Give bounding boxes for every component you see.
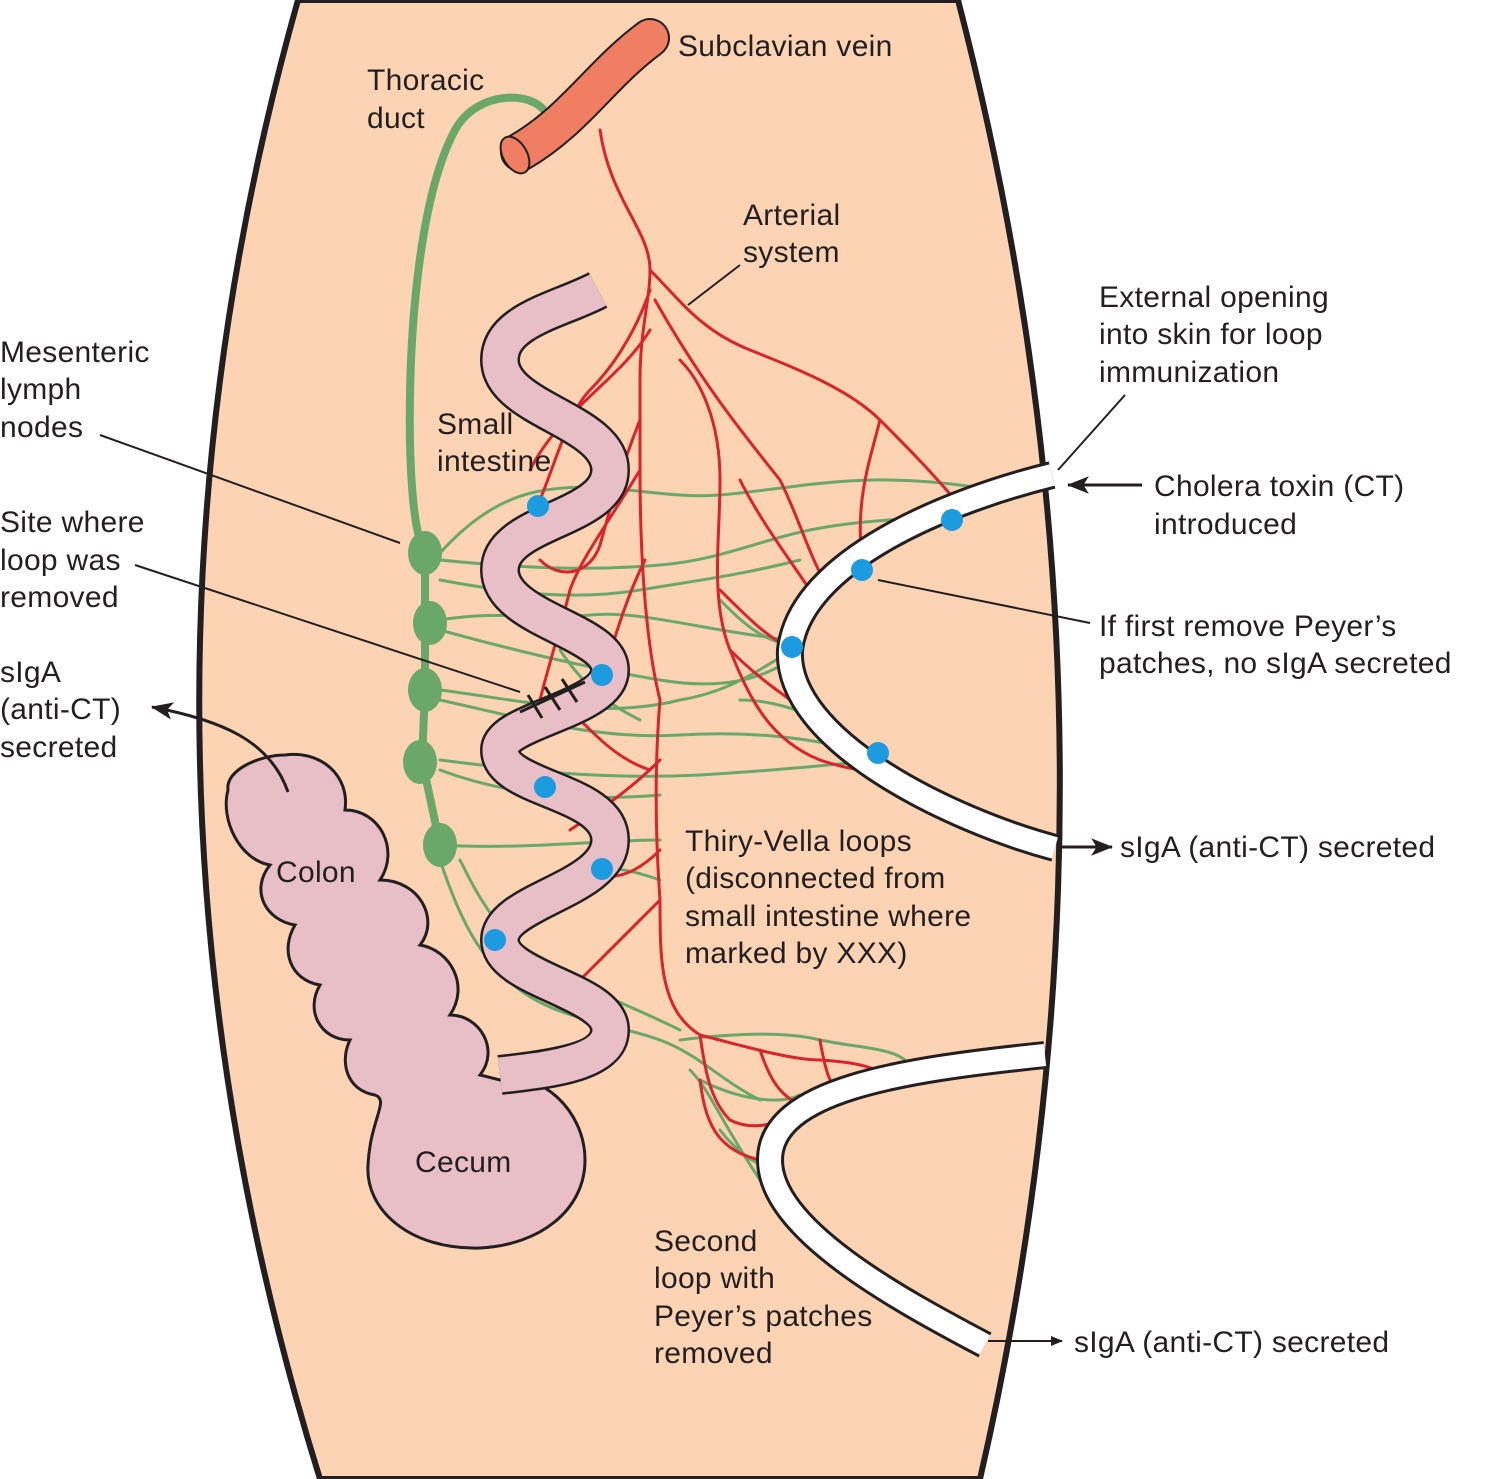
lymph-node bbox=[408, 531, 442, 575]
label-siga-loop2: sIgA (anti-CT) secreted bbox=[1074, 1326, 1389, 1359]
label-thoracic-duct: Thoracic bbox=[367, 64, 484, 97]
label-site-removed: removed bbox=[0, 581, 119, 614]
thiry-vella-loop-2 bbox=[755, 1041, 1047, 1358]
label-mesenteric-lymph-nodes: nodes bbox=[0, 411, 83, 444]
arrows bbox=[150, 476, 1142, 1346]
label-siga-left: secreted bbox=[0, 731, 117, 764]
colon bbox=[224, 752, 587, 1250]
label-second-loop: removed bbox=[654, 1337, 773, 1370]
label-cholera-toxin: Cholera toxin (CT) bbox=[1154, 470, 1404, 503]
label-first-remove-peyers: If first remove Peyer’s bbox=[1099, 610, 1397, 643]
label-thiry-vella: small intestine where bbox=[685, 900, 971, 933]
label-arterial-system: Arterial bbox=[743, 199, 840, 232]
label-first-remove-peyers: patches, no sIgA secreted bbox=[1099, 647, 1452, 680]
arterial-system bbox=[528, 128, 957, 1162]
label-mesenteric-lymph-nodes: lymph bbox=[0, 373, 82, 406]
label-second-loop: Second bbox=[654, 1225, 758, 1258]
label-external-opening: External opening bbox=[1099, 281, 1329, 314]
label-site-removed: loop was bbox=[0, 544, 121, 577]
label-colon: Colon bbox=[276, 856, 356, 889]
label-thiry-vella: Thiry-Vella loops bbox=[685, 825, 912, 858]
label-site-removed: Site where bbox=[0, 506, 145, 539]
colon-cecum bbox=[224, 752, 587, 1250]
label-external-opening: into skin for loop bbox=[1099, 318, 1323, 351]
lymph-node bbox=[408, 668, 442, 712]
subclavian-vein bbox=[499, 18, 670, 175]
peyers-patch bbox=[534, 776, 556, 798]
peyers-patch bbox=[781, 636, 803, 658]
label-small-intestine: intestine bbox=[437, 445, 551, 478]
small-intestine bbox=[479, 272, 631, 1095]
peyers-patches-intestine bbox=[484, 495, 613, 951]
label-siga-loop1: sIgA (anti-CT) secreted bbox=[1120, 831, 1435, 864]
label-arterial-system: system bbox=[743, 236, 840, 269]
label-cholera-toxin: introduced bbox=[1154, 508, 1297, 541]
peyers-patch bbox=[527, 495, 549, 517]
lymph-node bbox=[413, 601, 447, 645]
xxx-cut-marks-icon bbox=[519, 678, 586, 719]
label-siga-left: (anti-CT) bbox=[0, 693, 121, 726]
labels: Subclavian vein Thoracic duct Arterial s… bbox=[0, 30, 1452, 1370]
label-small-intestine: Small bbox=[437, 408, 514, 441]
peyers-patch bbox=[867, 742, 889, 764]
leader-lines bbox=[99, 264, 1126, 693]
peyers-patch bbox=[591, 858, 613, 880]
thiry-vella-loop-1 bbox=[775, 461, 1059, 862]
peyers-patch bbox=[591, 664, 613, 686]
body-outline bbox=[196, 0, 1063, 1479]
label-cecum: Cecum bbox=[415, 1146, 512, 1179]
lymph-node bbox=[423, 823, 457, 867]
label-second-loop: loop with bbox=[654, 1262, 775, 1295]
label-external-opening: immunization bbox=[1099, 356, 1279, 389]
label-mesenteric-lymph-nodes: Mesenteric bbox=[0, 336, 150, 369]
mesenteric-lymph-nodes bbox=[403, 531, 457, 867]
arrow-right-icon bbox=[150, 702, 290, 793]
peyers-patch bbox=[484, 929, 506, 951]
label-subclavian-vein: Subclavian vein bbox=[678, 30, 893, 63]
label-thoracic-duct: duct bbox=[367, 102, 425, 135]
label-siga-left: sIgA bbox=[0, 656, 61, 689]
peyers-patch bbox=[941, 509, 963, 531]
peyers-patch bbox=[851, 559, 873, 581]
label-thiry-vella: (disconnected from bbox=[685, 862, 946, 895]
label-thiry-vella: marked by XXX) bbox=[685, 937, 908, 970]
label-second-loop: Peyer’s patches bbox=[654, 1300, 873, 1333]
lymph-node bbox=[403, 740, 437, 784]
